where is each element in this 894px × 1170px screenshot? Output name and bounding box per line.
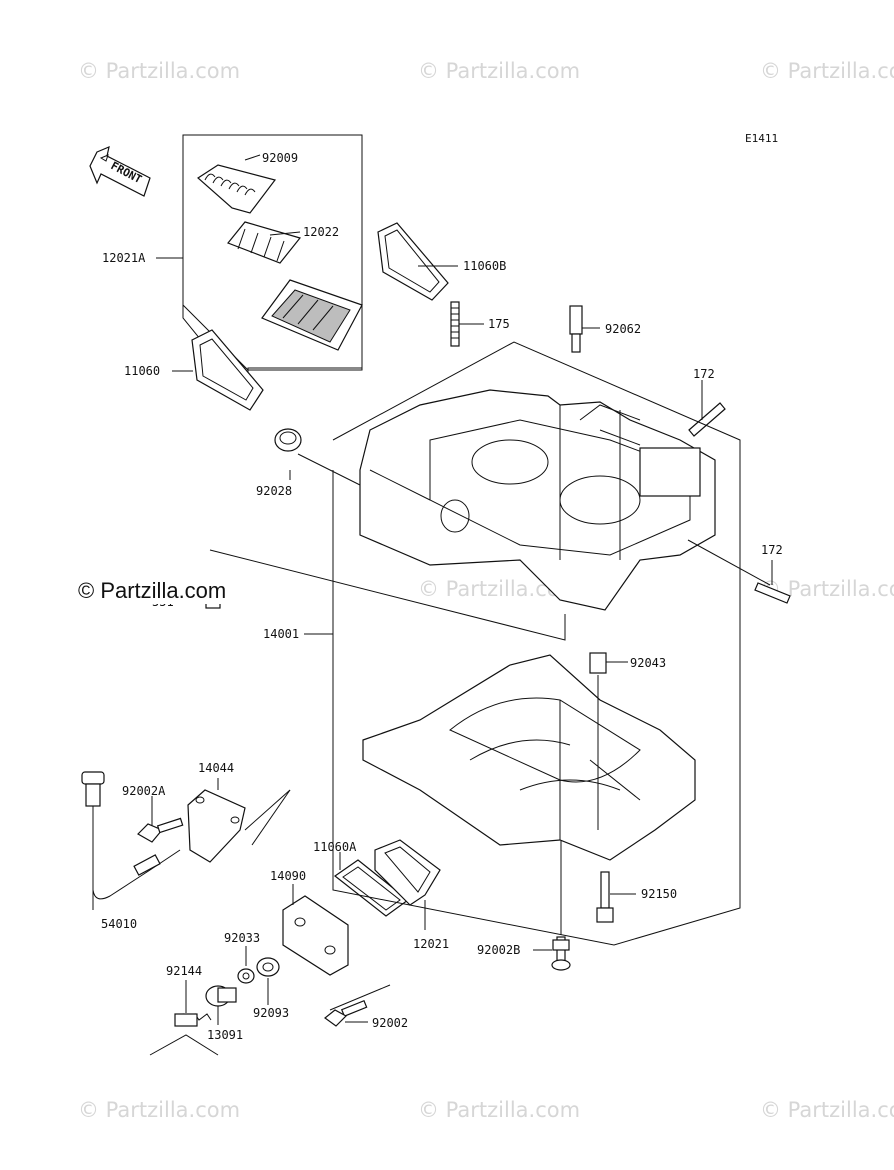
watermark-text: © Partzilla.com (760, 59, 894, 83)
part-labels: 92009 12022 12021A 11060B 175 92062 1106… (101, 151, 783, 1042)
part-label-92043: 92043 (630, 656, 666, 670)
part-label-11060a: 11060A (313, 840, 357, 854)
diagram-code: E1411 (745, 132, 778, 145)
upper-crankcase (359, 389, 716, 611)
part-label-92062: 92062 (605, 322, 641, 336)
part-label-92150: 92150 (641, 887, 677, 901)
lower-crankcase (362, 654, 696, 861)
cover-14090 (282, 895, 349, 976)
part-label-172-upper: 172 (693, 367, 715, 381)
watermark-text: © Partzilla.com (418, 59, 580, 83)
stud-172-upper (688, 402, 726, 437)
washer-92033 (237, 968, 255, 984)
bracket-14044 (187, 789, 246, 863)
part-label-14001: 14001 (263, 627, 299, 641)
part-label-172-lower: 172 (761, 543, 783, 557)
gasket-11060 (191, 329, 264, 411)
part-label-12022: 12022 (303, 225, 339, 239)
stud-172-lower (754, 582, 791, 604)
collar-13091 (205, 985, 237, 1007)
part-label-12021a: 12021A (102, 251, 146, 265)
part-label-11060: 11060 (124, 364, 160, 378)
dowel-92043 (589, 652, 607, 674)
bolt-92062 (569, 305, 583, 353)
stud-175 (450, 301, 460, 347)
watermark-text: © Partzilla.com (418, 1098, 580, 1122)
part-label-92093: 92093 (253, 1006, 289, 1020)
part-label-92002b: 92002B (477, 943, 520, 957)
part-label-92028: 92028 (256, 484, 292, 498)
part-label-92033: 92033 (224, 931, 260, 945)
bolt-92002a (137, 817, 184, 843)
part-label-14090: 14090 (270, 869, 306, 883)
part-label-13091: 13091 (207, 1028, 243, 1042)
watermark-backdrop (76, 574, 262, 604)
part-label-92002a: 92002A (122, 784, 166, 798)
part-label-92144: 92144 (166, 964, 202, 978)
reed-stopper-plate (197, 164, 277, 214)
part-label-92009: 92009 (262, 151, 298, 165)
leader-lines (92, 154, 773, 1056)
part-label-11060b: 11060B (463, 259, 506, 273)
bolt-92002b (551, 936, 571, 971)
bolt-92150 (596, 871, 614, 923)
gasket-11060b (377, 222, 449, 301)
watermark-dark: © Partzilla.com (78, 578, 226, 603)
watermark-text: © Partzilla.com (760, 1098, 894, 1122)
part-label-175: 175 (488, 317, 510, 331)
part-label-54010: 54010 (101, 917, 137, 931)
reed-block (261, 279, 363, 351)
reed-12021 (374, 839, 441, 906)
plug-92028 (274, 428, 302, 452)
watermark-text: © Partzilla.com (78, 59, 240, 83)
part-label-14044: 14044 (198, 761, 234, 775)
seal-92093 (256, 957, 280, 977)
part-label-92002: 92002 (372, 1016, 408, 1030)
cable-54010 (81, 771, 181, 900)
spring-92144 (174, 1013, 212, 1027)
watermark-text: © Partzilla.com (78, 1098, 240, 1122)
reed-petals (227, 221, 302, 264)
bolt-92002 (324, 999, 368, 1027)
part-label-12021: 12021 (413, 937, 449, 951)
front-arrow-icon: FRONT (89, 146, 151, 197)
